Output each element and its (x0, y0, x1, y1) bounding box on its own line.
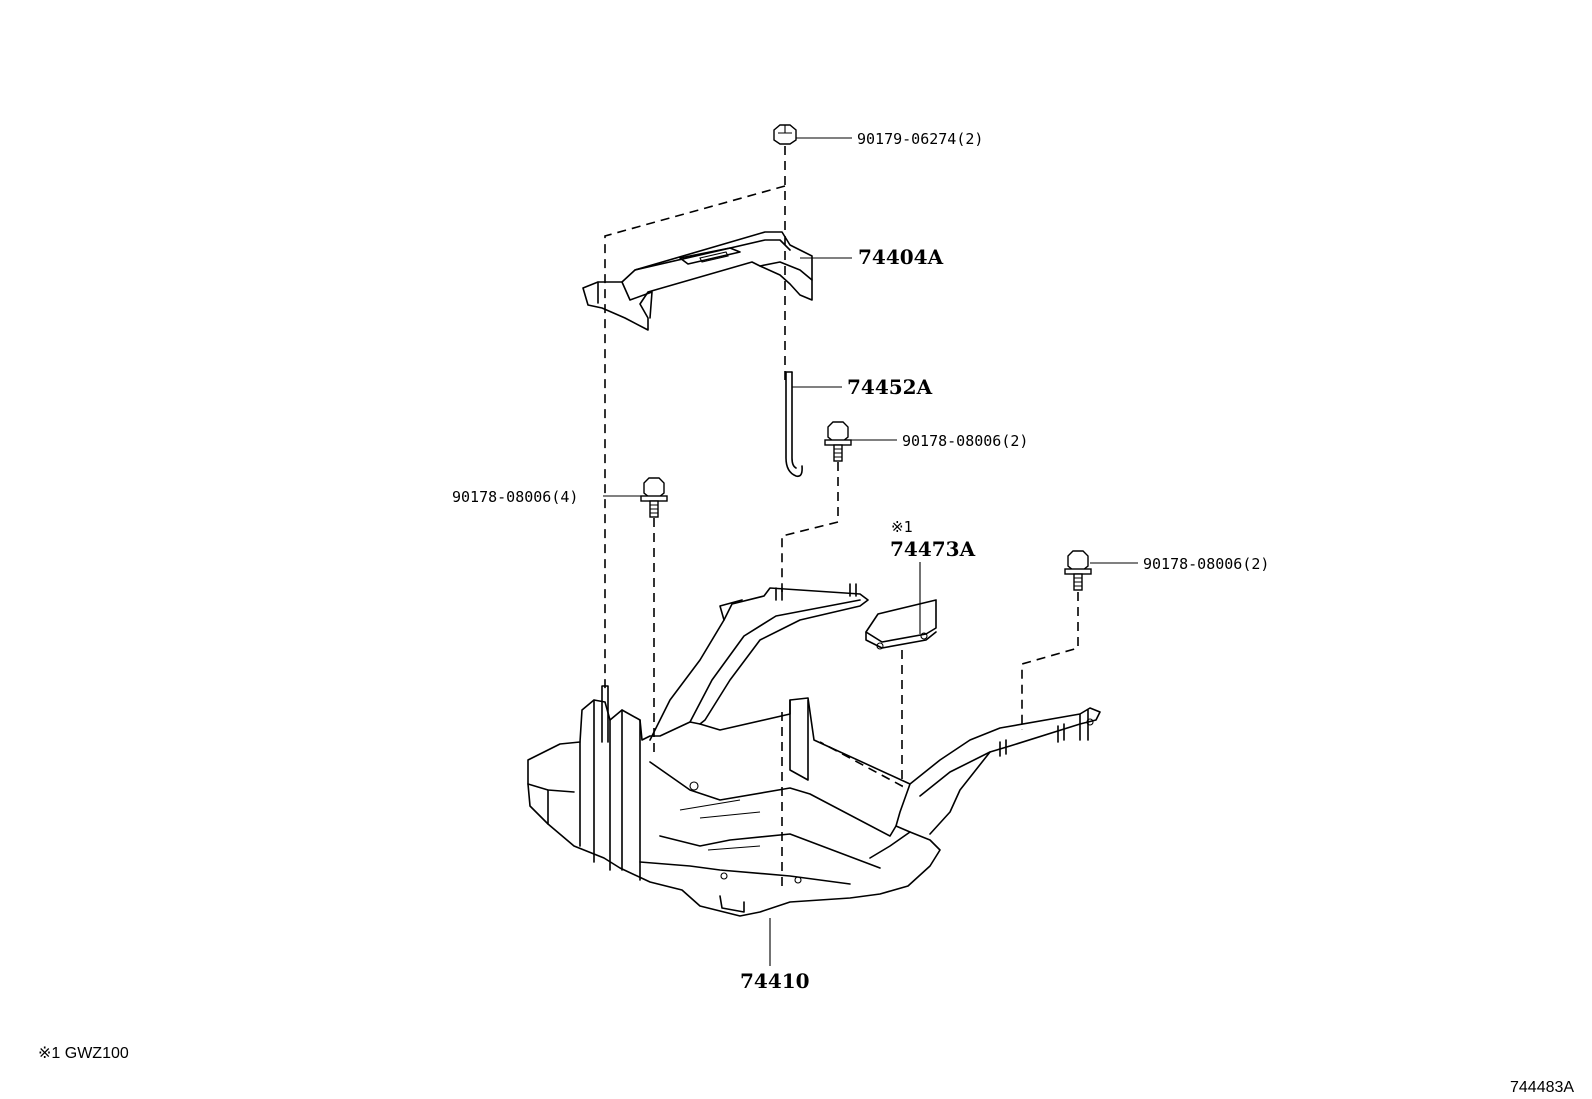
label-bolt-left: 90178-08006(4) (452, 488, 578, 506)
hold-down-rod (785, 371, 803, 478)
battery-clamp (582, 231, 813, 331)
dash-clamp-left (604, 185, 786, 690)
bolt-mid-icon (824, 421, 852, 462)
label-rod: 74452A (847, 375, 933, 399)
dash-bolt-mid (781, 462, 839, 592)
label-clamp: 74404A (858, 245, 944, 269)
dash-bracket (819, 650, 903, 788)
bolt-left-icon (640, 477, 668, 518)
label-bracket: 74473A (890, 537, 976, 561)
bolt-right-icon (1064, 550, 1092, 591)
sub-bracket (865, 599, 937, 650)
nut-top-icon (773, 124, 797, 145)
dash-bolt-right (1021, 592, 1079, 730)
label-tray: 74410 (740, 969, 810, 993)
footnote: ※1 GWZ100 (38, 1045, 129, 1062)
label-nut-top: 90179-06274(2) (857, 130, 983, 148)
diagram-id: 744483A (1510, 1079, 1574, 1096)
label-bolt-mid: 90178-08006(2) (902, 432, 1028, 450)
label-bracket-note: ※1 (891, 518, 913, 536)
label-bolt-right: 90178-08006(2) (1143, 555, 1269, 573)
battery-tray (527, 583, 1101, 917)
